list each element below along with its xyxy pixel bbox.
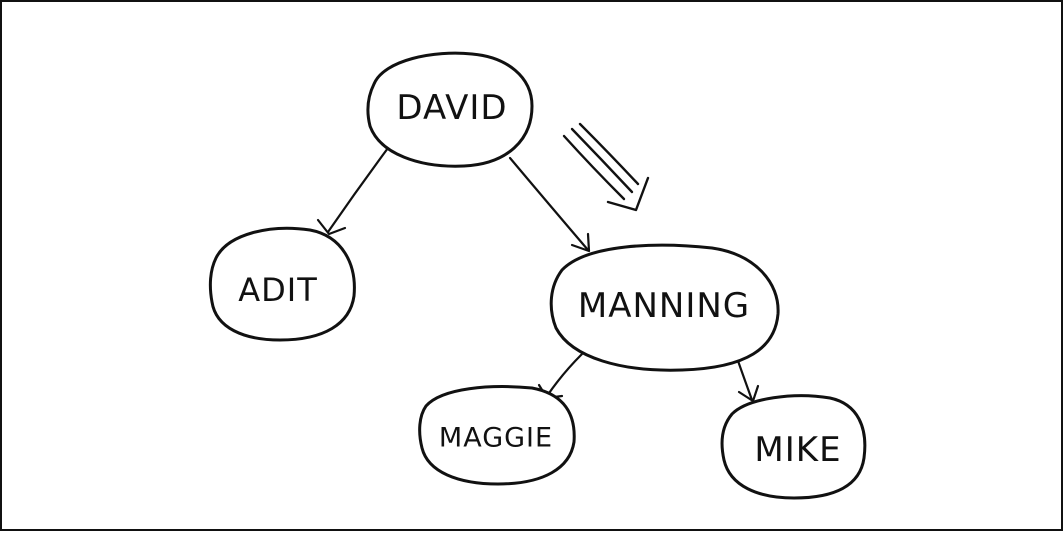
- edge-david-adit: [316, 146, 390, 236]
- node-maggie: MAGGIE: [418, 385, 576, 486]
- edge-manning-mike: [735, 356, 760, 403]
- traversal-direction-arrow-icon: [562, 122, 650, 212]
- node-label-david: DAVID: [396, 88, 507, 128]
- node-label-manning: MANNING: [578, 286, 750, 326]
- node-label-mike: MIKE: [754, 430, 841, 470]
- node-manning: MANNING: [549, 243, 780, 372]
- node-adit: ADIT: [208, 226, 356, 342]
- node-david: DAVID: [366, 51, 534, 168]
- node-mike: MIKE: [720, 394, 867, 500]
- node-label-maggie: MAGGIE: [439, 423, 553, 454]
- node-label-adit: ADIT: [238, 271, 318, 309]
- edge-david-manning: [508, 156, 591, 253]
